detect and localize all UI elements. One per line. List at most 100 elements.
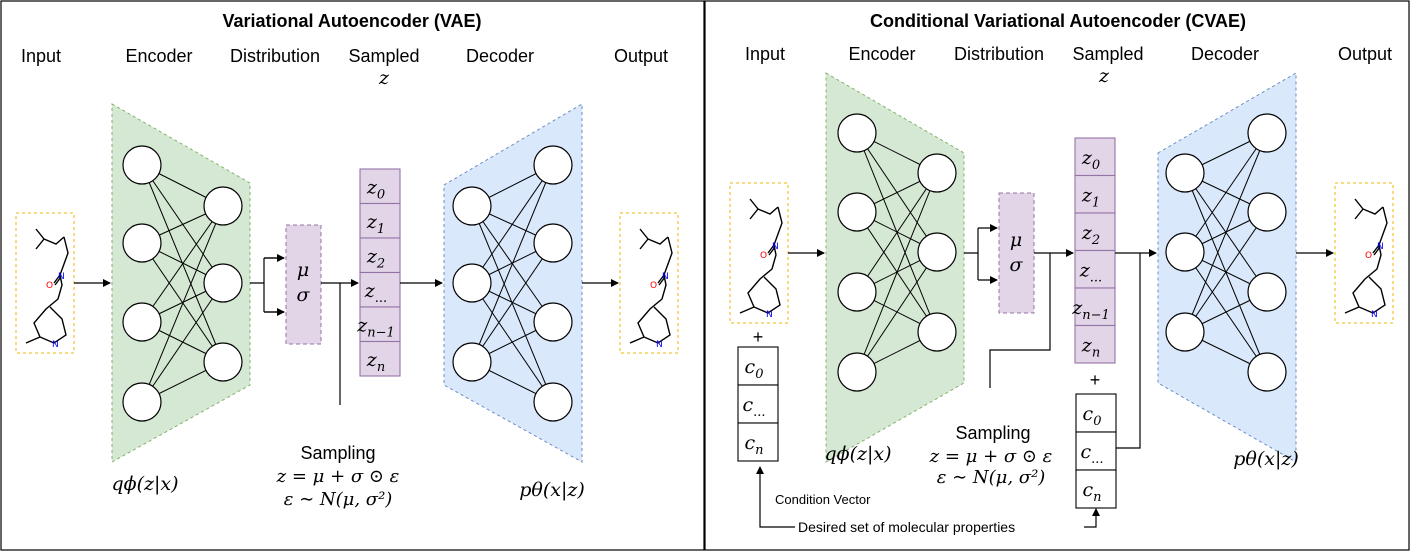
cvae-latent-cell	[1074, 324, 1116, 364]
cvae-condition-vector-label: Condition Vector	[775, 492, 871, 507]
vae-latent-cell-label: z...	[364, 280, 387, 306]
vae-latent-cell-label: zn	[366, 349, 385, 375]
cvae-latent-cell-label: z...	[1079, 259, 1102, 285]
neuron	[452, 342, 492, 382]
vae-label-output: Output	[614, 46, 668, 66]
network-connection	[856, 172, 938, 293]
cvae-latent-cell	[1074, 174, 1116, 214]
cvae-sampled-z: z	[1098, 65, 1110, 87]
cvae-condition-right-cell-label: cn	[1082, 479, 1101, 505]
neuron	[837, 352, 877, 392]
cvae-condition-left-cell-label: c0	[745, 356, 764, 382]
neuron	[122, 223, 162, 263]
neuron	[917, 312, 957, 352]
cvae-distribution-box	[998, 192, 1035, 314]
network-connection	[471, 164, 554, 363]
vae-decoder-formula: pθ(x|z)	[519, 479, 585, 501]
network-connection	[141, 205, 224, 323]
cvae-encoder-network	[837, 113, 957, 392]
cvae-label-decoder: Decoder	[1191, 44, 1259, 64]
vae-label-decoder: Decoder	[466, 46, 534, 66]
cvae-latent-cell	[1074, 287, 1116, 327]
svg-text:O: O	[46, 281, 53, 291]
vae-output-molecule-box	[619, 212, 679, 354]
vae-sigma: σ	[297, 284, 311, 306]
svg-text:O: O	[1365, 251, 1372, 261]
cvae-sampling-title: Sampling	[955, 423, 1030, 443]
neuron	[1247, 272, 1287, 312]
cvae-label-output: Output	[1338, 44, 1392, 64]
network-connection	[471, 205, 554, 403]
neuron	[1165, 312, 1205, 352]
svg-text:N: N	[58, 272, 65, 282]
cvae-label-distribution: Distribution	[954, 44, 1044, 64]
vae-sampled-z: z	[378, 67, 390, 89]
cvae-latent-cell-label: zn−1	[1071, 297, 1110, 323]
network-connection	[1184, 132, 1268, 253]
vae-distribution-box	[285, 224, 322, 345]
vae-latent-cell	[359, 340, 401, 377]
cvae-latent-cell-label: zn	[1081, 334, 1100, 360]
svg-text:O: O	[650, 281, 657, 291]
neuron	[533, 223, 573, 263]
vae-title: Variational Autoencoder (VAE)	[222, 11, 481, 31]
cvae-input-molecule: O N N	[739, 198, 783, 320]
svg-text:N: N	[662, 272, 669, 282]
molecule-structure: O N N	[25, 228, 69, 350]
cvae-sampling-eq2: ε ∼ N(μ, σ²)	[937, 467, 1046, 488]
cvae-condition-right-cell-label: c0	[1083, 403, 1102, 429]
molecule-structure: O N N	[1344, 198, 1388, 320]
neuron	[837, 192, 877, 232]
cvae-condition-vector-latent: c0 c... cn	[1075, 393, 1117, 509]
molecule-structure: O N N	[739, 198, 783, 320]
cvae-condition-left-cell-label: c...	[742, 394, 765, 420]
vae-sampling-eq2: ε ∼ N(μ, σ²)	[284, 489, 393, 510]
neuron	[917, 232, 957, 272]
neuron	[917, 153, 957, 193]
network-connection	[856, 251, 938, 373]
svg-text:N: N	[1377, 242, 1384, 252]
vae-encoder-network	[122, 145, 243, 422]
cvae-condition-left-cell	[737, 346, 779, 386]
neuron	[452, 186, 492, 226]
cvae-title: Conditional Variational Autoencoder (CVA…	[870, 11, 1246, 31]
neuron	[1247, 113, 1287, 153]
vae-sampling-eq1: z = μ + σ ⊙ ε	[276, 466, 400, 487]
neuron	[837, 113, 877, 153]
vae-label-encoder: Encoder	[125, 46, 192, 66]
cvae-decoder-formula: pθ(x|z)	[1233, 448, 1299, 470]
network-connection	[471, 164, 554, 284]
cvae-label-encoder: Encoder	[848, 44, 915, 64]
cvae-sigma: σ	[1010, 254, 1024, 276]
network-connection	[471, 242, 554, 363]
neuron	[533, 145, 573, 185]
network-connection	[1184, 211, 1268, 333]
network-connection	[141, 282, 224, 403]
vae-latent-cell-label: zn−1	[356, 314, 395, 340]
neuron	[203, 342, 243, 382]
cvae-plus-input: +	[753, 327, 764, 347]
vae-panel-border	[0, 0, 705, 551]
molecule-structure: O N N	[629, 228, 673, 350]
cvae-latent-cell-label: z1	[1081, 184, 1100, 210]
neuron	[122, 302, 162, 342]
cvae-condition-right-cell-label: c...	[1080, 441, 1103, 467]
svg-text:N: N	[772, 242, 779, 252]
cvae-plus-latent: +	[1090, 370, 1101, 390]
vae-connectors	[74, 254, 619, 405]
neuron	[1247, 192, 1287, 232]
cvae-panel: Conditional Variational Autoencoder (CVA…	[729, 11, 1394, 535]
vae-sampling-title: Sampling	[300, 443, 375, 463]
cvae-output-molecule: O N N	[1344, 198, 1388, 320]
cvae-label-input: Input	[745, 44, 785, 64]
svg-text:N: N	[766, 310, 773, 320]
cvae-mu: μ	[1010, 229, 1022, 251]
neuron	[533, 302, 573, 342]
vae-mu: μ	[297, 259, 309, 281]
neuron	[1247, 352, 1287, 392]
neuron	[203, 186, 243, 226]
network-connection	[141, 205, 224, 403]
